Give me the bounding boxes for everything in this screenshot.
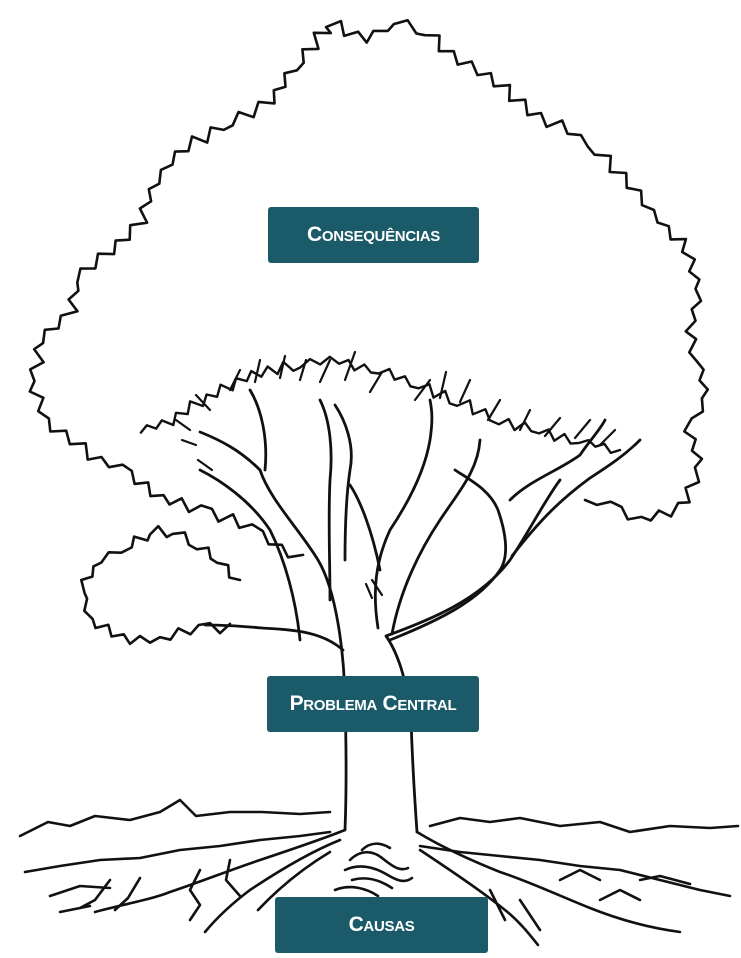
branch-right-outer — [510, 438, 642, 558]
branch-left-outer — [203, 623, 345, 652]
branch-left-inner — [198, 468, 302, 642]
branch-left-upper — [198, 388, 268, 472]
branch-center — [373, 398, 434, 630]
branch-center-left — [318, 398, 333, 602]
branch-right-inner — [388, 468, 507, 642]
branch-right-top — [508, 418, 607, 502]
tree-trunk-and-branches — [174, 350, 642, 834]
causes-label: Causas — [275, 897, 488, 953]
roots-left — [48, 828, 347, 934]
central-problem-label: Problema Central — [267, 676, 479, 732]
ground-line-lower — [23, 830, 732, 898]
roots-right — [415, 830, 692, 947]
tree-roots-and-ground — [18, 798, 740, 947]
tree-branch-fringe — [139, 355, 622, 455]
branch-center-2 — [348, 438, 482, 636]
branch-twigs — [174, 350, 617, 600]
ground-line-upper-right — [428, 816, 740, 834]
branch-center-left-2 — [333, 403, 353, 562]
consequences-label: Consequências — [268, 207, 479, 263]
tree-canopy-outline — [28, 18, 710, 559]
roots-center-tangle — [333, 842, 414, 898]
trunk-right-edge — [384, 478, 562, 834]
trunk-left-edge — [258, 468, 348, 832]
ground-line-upper — [18, 798, 332, 838]
tree-foliage-lobe — [80, 524, 242, 646]
